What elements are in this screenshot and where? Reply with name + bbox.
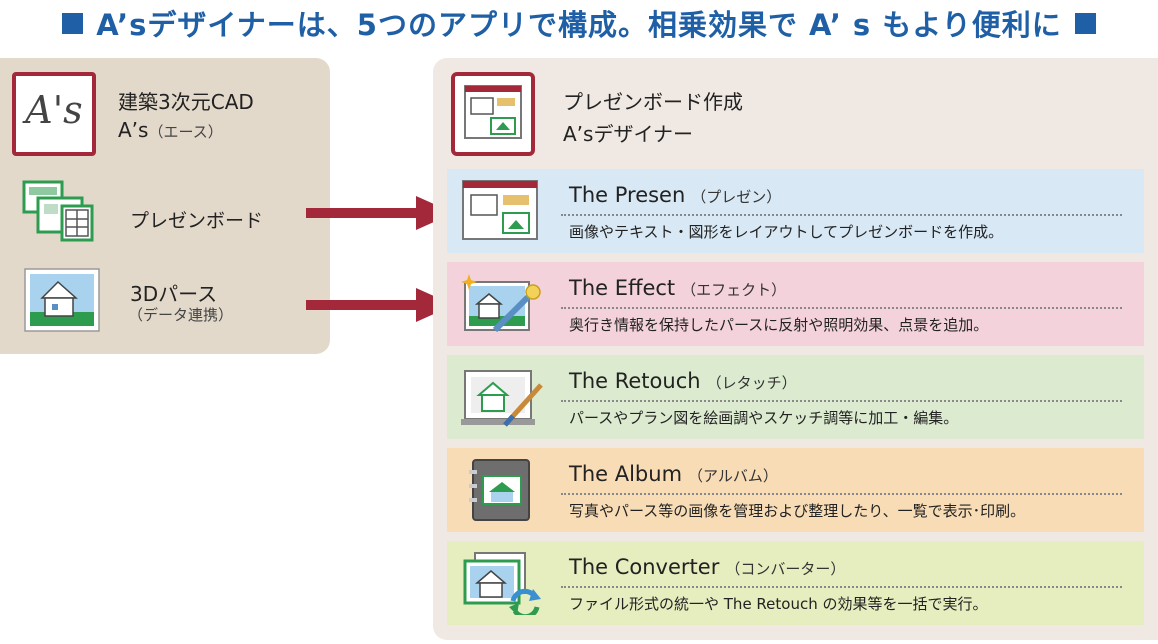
cad-title: 建築3次元CAD [118,90,254,114]
app-row-bg [447,541,1144,625]
dotted-divider [561,307,1122,309]
app-row-presen: The Presen （プレゼン） 画像やテキスト・図形をレイアウトしてプレゼンボ… [447,169,1144,253]
app-desc-effect: 奥行き情報を保持したパースに反射や照明効果、点景を追加。 [569,316,989,334]
dotted-divider [561,493,1122,495]
cad-name-kana: （エース） [148,123,223,141]
title-square-right-icon [1074,12,1096,34]
app-desc-converter: ファイル形式の統一や The Retouch の効果等を一括で実行。 [569,595,988,613]
app-name-retouch: The Retouch （レタッチ） [569,369,797,393]
dotted-divider [561,586,1122,588]
as-logo-text: A's [25,88,83,132]
app-name-text: The Converter [569,555,720,579]
app-name-kana: （レタッチ） [706,374,797,392]
app-name-kana: （アルバム） [688,467,778,485]
album-icon [469,459,530,521]
app-name-effect: The Effect （エフェクト） [569,276,786,300]
app-row-bg [447,262,1144,346]
app-name-text: The Retouch [569,369,701,393]
perspective-label: 3Dパース [130,282,218,306]
dotted-divider [561,214,1122,216]
app-name-presen: The Presen （プレゼン） [569,183,781,207]
app-row-converter: The Converter （コンバーター） ファイル形式の統一や The Ret… [447,541,1144,625]
app-name-text: The Presen [569,183,686,207]
app-row-effect: The Effect （エフェクト） 奥行き情報を保持したパースに反射や照明効果、… [447,262,1144,346]
perspective-sub: （データ連携） [128,306,234,324]
app-row-retouch: The Retouch （レタッチ） パースやプラン図を絵画調やスケッチ調等に加工… [447,355,1144,439]
app-row-album: The Album （アルバム） 写真やパース等の画像を管理および整理したり、一覧… [447,448,1144,532]
converter-icon [463,552,541,615]
designer-header-line2: A’sデザイナー [563,122,694,146]
presen-board-label: プレゼンボード [130,210,264,232]
app-name-kana: （エフェクト） [681,281,787,299]
presen-icon [462,180,538,240]
effect-icon [461,274,541,333]
app-name-converter: The Converter （コンバーター） [569,555,845,579]
app-name-kana: （プレゼン） [691,188,782,206]
app-row-bg [447,169,1144,253]
dotted-divider [561,400,1122,402]
app-desc-retouch: パースやプラン図を絵画調やスケッチ調等に加工・編集。 [569,409,959,427]
app-row-bg [447,448,1144,532]
page-title: A’sデザイナーは、5つのアプリで構成。相乗効果で A’ s もより便利に [0,0,1158,46]
app-name-kana: （コンバーター） [725,560,846,578]
app-desc-album: 写真やパース等の画像を管理および整理したり、一覧で表示･印刷。 [569,502,1026,520]
perspective-icon [24,268,100,332]
app-desc-presen: 画像やテキスト・図形をレイアウトしてプレゼンボードを作成。 [569,223,1004,241]
app-name-album: The Album （アルバム） [569,462,778,486]
app-row-bg [447,355,1144,439]
app-name-text: The Effect [569,276,676,300]
designer-header-line1: プレゼンボード作成 [563,90,743,114]
title-text: A’sデザイナーは、5つのアプリで構成。相乗効果で A’ s もより便利に [96,8,1062,42]
as-logo: A's [12,72,96,156]
designer-app-icon [451,72,535,156]
title-square-left-icon [62,12,84,34]
presen-board-icon [22,180,94,242]
retouch-icon [461,370,543,427]
app-name-text: The Album [569,462,683,486]
cad-name: A’s（エース） [118,118,223,142]
cad-name-text: A’s [118,118,149,142]
